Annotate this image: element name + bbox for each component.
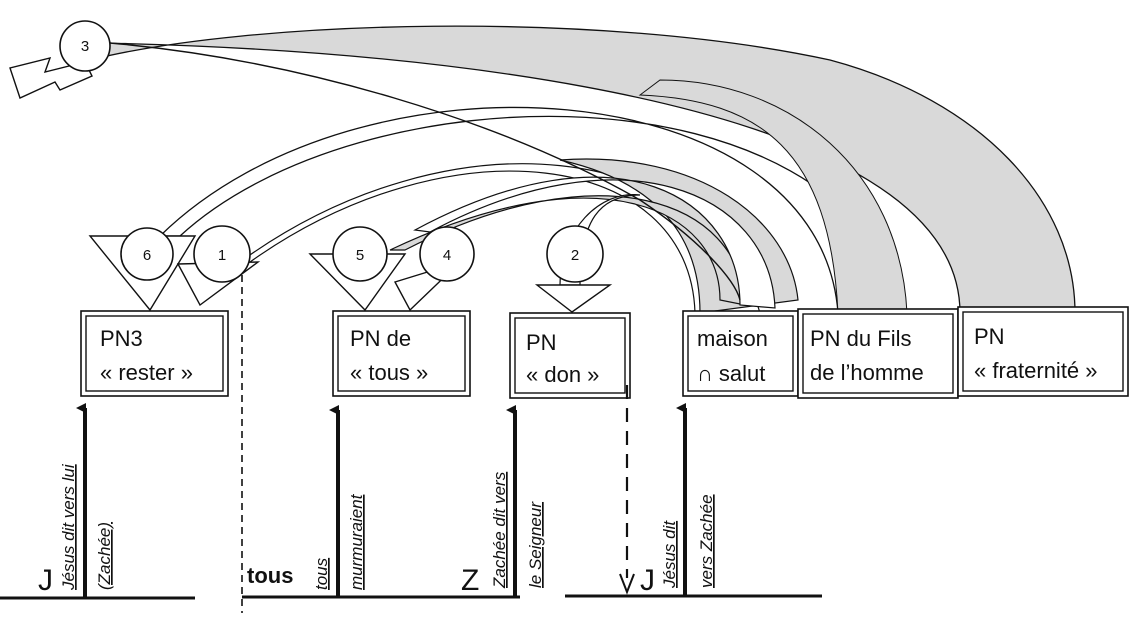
svg-text:« fraternité »: « fraternité »	[974, 358, 1098, 383]
actor-tous: tous	[247, 563, 293, 588]
box-pn-fraternite: PN « fraternité »	[957, 306, 1129, 397]
arrow-2	[534, 284, 613, 313]
svg-text:5: 5	[356, 247, 364, 264]
svg-text:2: 2	[571, 247, 579, 264]
label-zachee-paren: (Zachée)	[95, 522, 114, 590]
svg-text:3: 3	[81, 38, 89, 55]
svg-text:4: 4	[443, 247, 451, 264]
band-fils-shade	[638, 79, 908, 314]
label-le-seigneur: le Seigneur	[526, 501, 545, 588]
box-pn3: PN3 « rester »	[80, 310, 229, 397]
svg-text:PN3: PN3	[100, 326, 143, 351]
box-maison-salut: maison ∩ salut	[682, 310, 799, 397]
svg-text:PN: PN	[526, 330, 557, 355]
arrow-3	[9, 57, 93, 99]
svg-text:PN de: PN de	[350, 326, 411, 351]
svg-text:PN: PN	[974, 324, 1005, 349]
label-jesus-vers-lui: Jésus dit vers lui	[59, 463, 78, 591]
actor-j2: J	[640, 564, 655, 597]
svg-text:de l’homme: de l’homme	[810, 360, 924, 385]
label-murmuraient: murmuraient	[347, 493, 366, 590]
box-pn-don: PN « don »	[509, 312, 631, 399]
label-zachee-dit-vers: Zachée dit vers	[490, 471, 509, 589]
arc-3	[109, 42, 741, 301]
band-fraternite	[89, 25, 1076, 314]
label-tous: tous	[312, 557, 331, 590]
svg-text:1: 1	[218, 247, 226, 264]
step-circle-1: 1	[193, 225, 251, 283]
step-circle-5: 5	[332, 226, 388, 282]
svg-text:6: 6	[143, 247, 151, 264]
step-circle-3: 3	[59, 20, 111, 72]
svg-text:« don »: « don »	[526, 362, 599, 387]
svg-text:« rester »: « rester »	[100, 360, 193, 385]
label-jesus-dit: Jésus dit	[660, 520, 679, 589]
svg-text:PN du Fils: PN du Fils	[810, 326, 911, 351]
svg-text:« tous »: « tous »	[350, 360, 428, 385]
label-vers-zachee: vers Zachée	[697, 494, 716, 588]
svg-text:∩ salut: ∩ salut	[697, 361, 765, 386]
actor-z: Z	[461, 564, 479, 597]
dashed-arrow-j2-head	[619, 573, 635, 595]
step-circle-6: 6	[120, 227, 174, 281]
box-pn-tous: PN de « tous »	[332, 310, 471, 397]
svg-text:maison: maison	[697, 326, 768, 351]
actor-j1: J	[38, 564, 53, 597]
box-pn-fils: PN du Fils de l’homme	[797, 308, 959, 399]
step-circle-4: 4	[419, 226, 475, 282]
step-circle-2: 2	[546, 225, 604, 283]
band-maison-c	[389, 195, 746, 306]
